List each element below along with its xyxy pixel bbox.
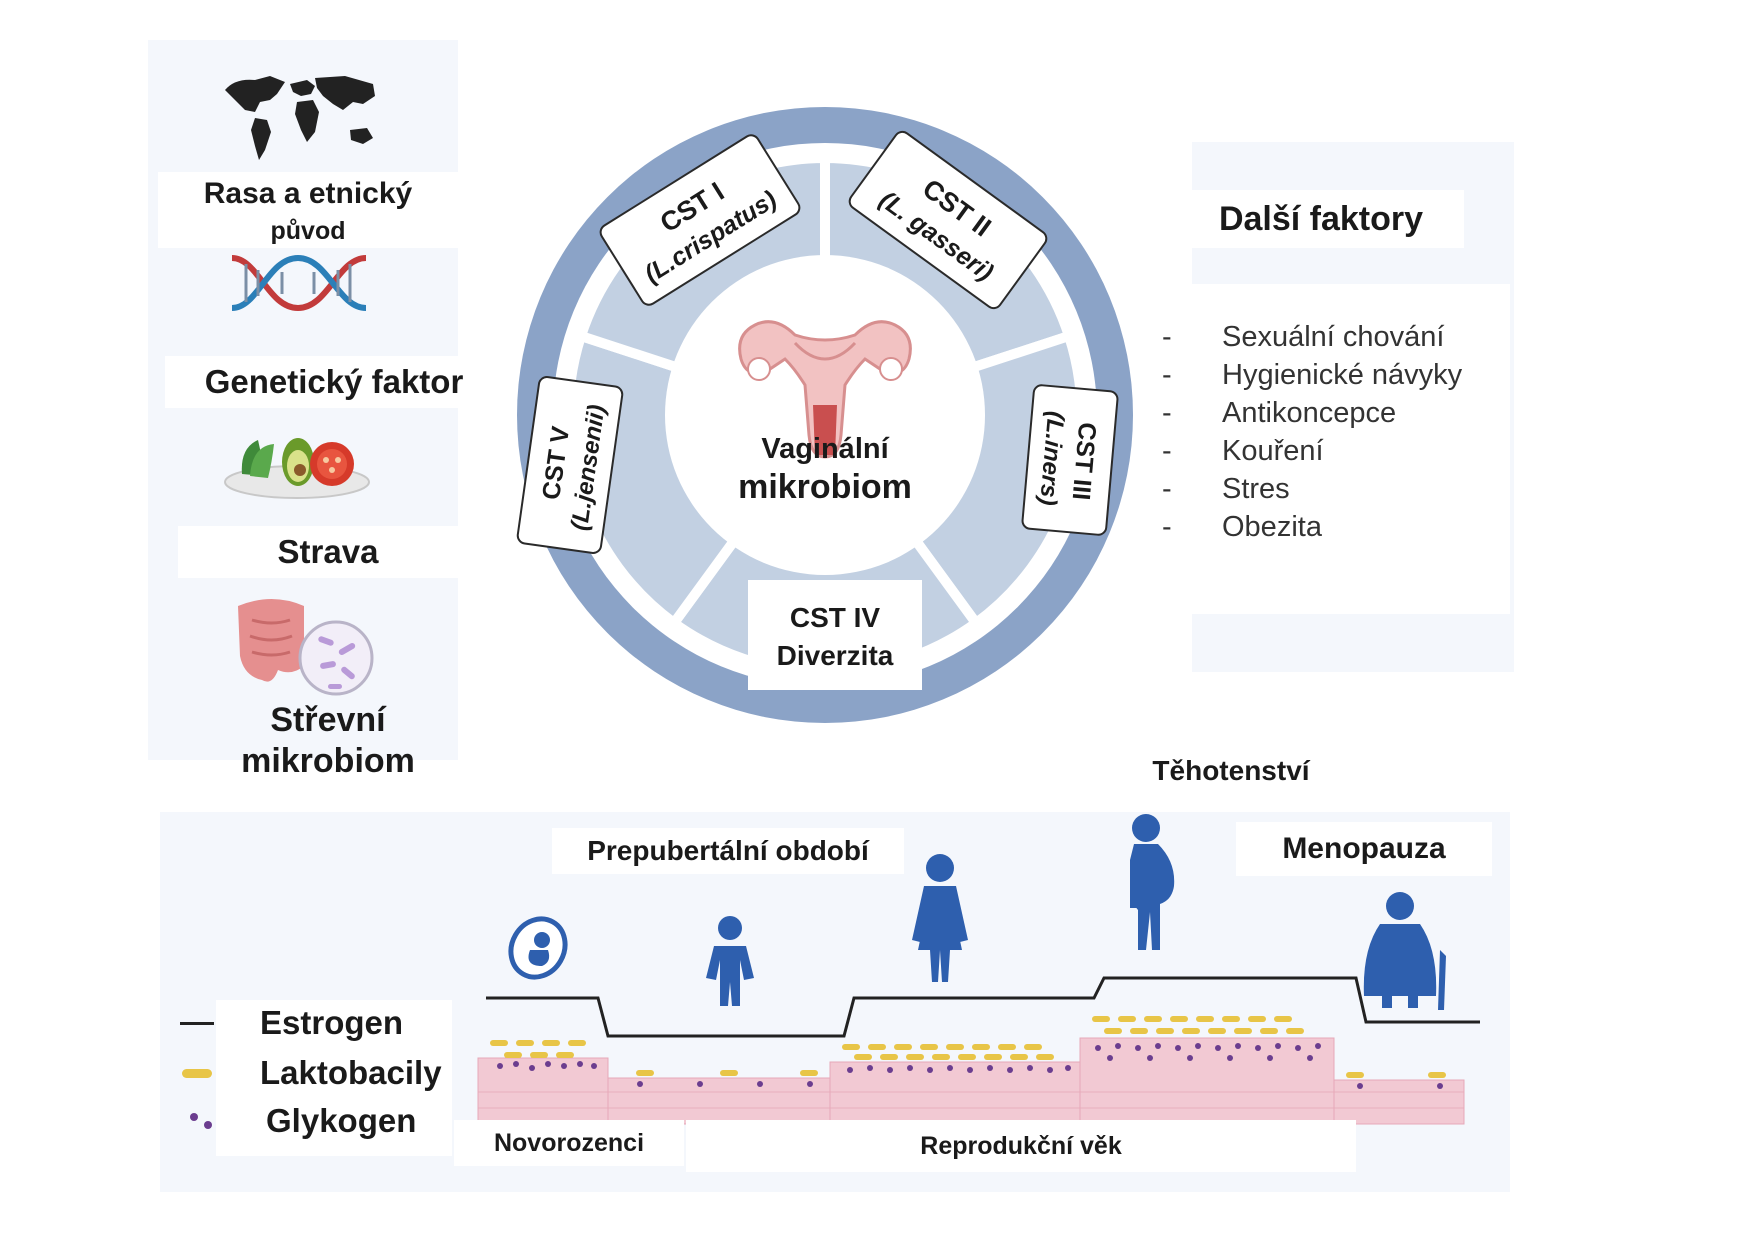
- cst-4-label: CST IV Diverzita: [748, 580, 922, 690]
- legend-estrogen: Estrogen: [180, 1004, 403, 1042]
- gut-label-line1: Střevní: [270, 701, 386, 739]
- estrogen-level-line: [486, 976, 1480, 1038]
- race-label: Rasa a etnický původ: [158, 172, 458, 248]
- pregnancy-label: Těhotenství: [1078, 748, 1384, 794]
- factor-item: -Kouření: [1162, 435, 1324, 467]
- center-title-line2: mikrobiom: [738, 468, 912, 506]
- legend-lactobacilli-label: Laktobacily: [260, 1054, 442, 1091]
- factor-item: -Antikoncepce: [1162, 397, 1397, 429]
- cst-4-title: CST IV: [790, 602, 881, 633]
- world-map-icon: [225, 76, 375, 160]
- life-stage-diagram: [477, 814, 1480, 1125]
- lactobacilli-marks: [490, 1016, 1446, 1078]
- cst-5-label: CST V (L.jensenii): [516, 376, 624, 554]
- menopause-label: Menopauza: [1236, 822, 1492, 876]
- legend-estrogen-label: Estrogen: [260, 1004, 404, 1041]
- reproductive-age-label: Reprodukční věk: [686, 1120, 1356, 1172]
- estrogen-line-swatch: [180, 1021, 214, 1025]
- center-title-line1: Vaginální: [761, 433, 889, 465]
- legend-glycogen: Glykogen: [188, 1102, 416, 1140]
- elderly-woman-icon: [1363, 892, 1446, 1010]
- pregnant-woman-icon: [1130, 814, 1175, 950]
- genetic-label: Genetický faktor: [165, 356, 503, 408]
- salad-plate-icon: [224, 438, 370, 499]
- other-factors-list: -Sexuální chování -Hygienické návyky -An…: [1162, 318, 1462, 546]
- factor-item: -Obezita: [1162, 511, 1322, 543]
- factor-item: -Stres: [1162, 473, 1290, 505]
- other-factors-title: Další faktory: [1178, 190, 1464, 248]
- cst-3-title: CST III: [1067, 421, 1102, 501]
- factor-item: -Sexuální chování: [1162, 321, 1445, 353]
- glycogen-swatch: [190, 1113, 212, 1129]
- race-label-line2: původ: [270, 217, 346, 245]
- cst-3-label: CST III (L.iners): [1021, 384, 1119, 536]
- vaginal-microbiome-wheel: Vaginální mikrobiom CST I (L.crispatus) …: [516, 107, 1133, 723]
- prepubertal-label: Prepubertální období: [552, 828, 904, 874]
- factor-item: -Hygienické návyky: [1162, 359, 1463, 391]
- gut-microbiome-icon: [238, 599, 374, 696]
- woman-icon: [912, 854, 968, 982]
- dna-icon: [231, 254, 367, 312]
- fetus-icon: [508, 916, 568, 980]
- gut-label: Střevní mikrobiom: [158, 700, 498, 780]
- legend-bg: [216, 1000, 452, 1156]
- legend-glycogen-label: Glykogen: [266, 1102, 417, 1139]
- other-factors-list-bg: [1150, 284, 1510, 614]
- uterus-icon: [738, 320, 912, 459]
- legend-lactobacilli: Laktobacily: [182, 1054, 442, 1092]
- newborns-label: Novorozenci: [454, 1120, 684, 1166]
- lactobacilli-swatch: [182, 1068, 212, 1078]
- epithelium-layer: [477, 1037, 1465, 1125]
- diet-label: Strava: [178, 526, 478, 578]
- glycogen-dots: [497, 1043, 1443, 1089]
- child-icon: [706, 916, 754, 1006]
- cst-4-subtitle: Diverzita: [777, 640, 894, 671]
- gut-label-line2: mikrobiom: [241, 741, 415, 780]
- race-label-line1: Rasa a etnický: [203, 177, 413, 210]
